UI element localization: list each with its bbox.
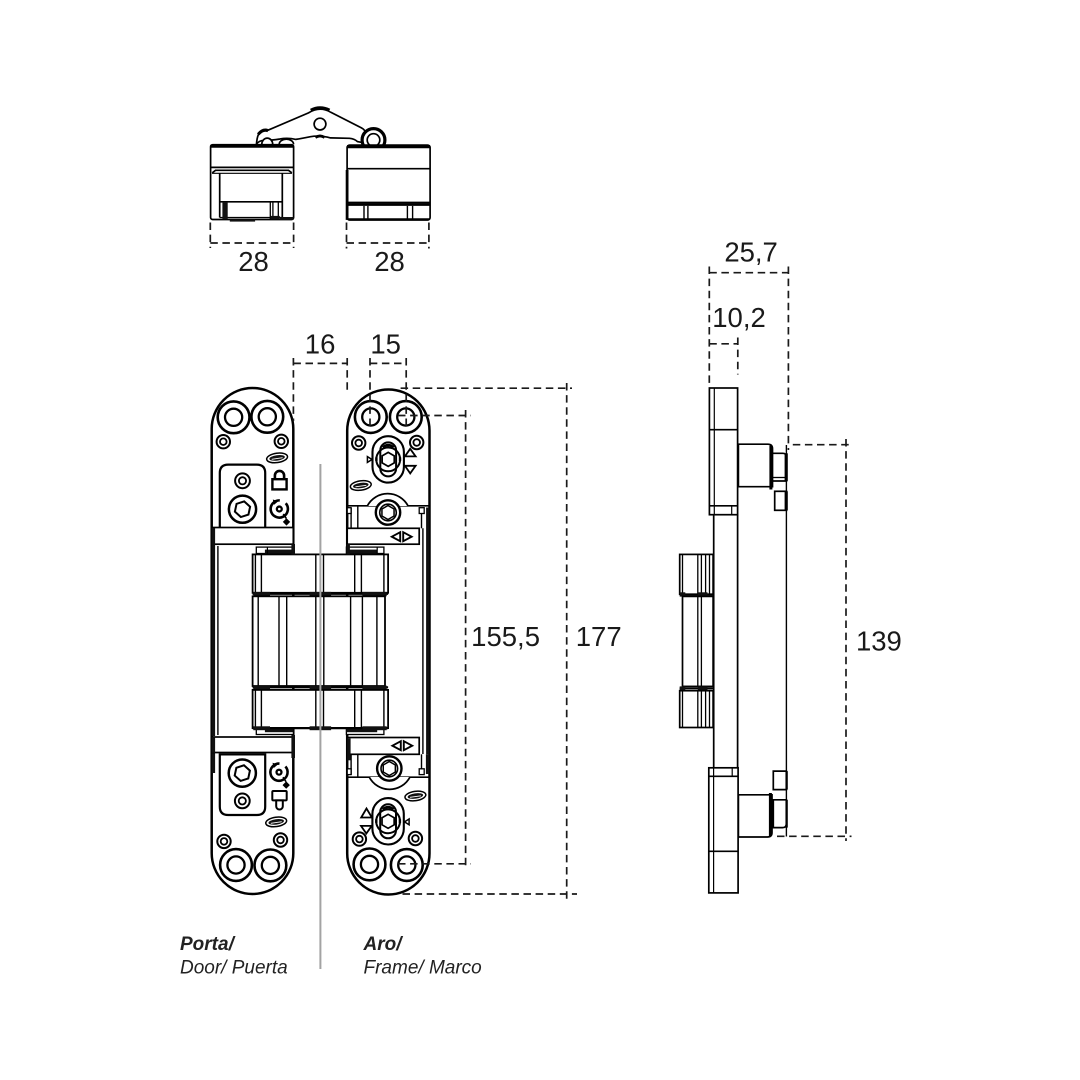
svg-text:28: 28 — [374, 246, 405, 277]
svg-text:16: 16 — [305, 328, 336, 359]
svg-text:Frame/ Marco: Frame/ Marco — [364, 958, 482, 979]
svg-text:25,7: 25,7 — [724, 237, 778, 268]
svg-text:177: 177 — [576, 621, 622, 652]
svg-text:Door/ Puerta: Door/ Puerta — [180, 958, 288, 979]
svg-text:10,2: 10,2 — [712, 302, 766, 333]
svg-text:15: 15 — [370, 328, 401, 359]
svg-text:Porta/: Porta/ — [180, 934, 236, 955]
svg-text:Aro/: Aro/ — [363, 934, 404, 955]
svg-text:155,5: 155,5 — [471, 621, 540, 652]
svg-text:139: 139 — [856, 625, 902, 656]
svg-text:28: 28 — [238, 246, 269, 277]
